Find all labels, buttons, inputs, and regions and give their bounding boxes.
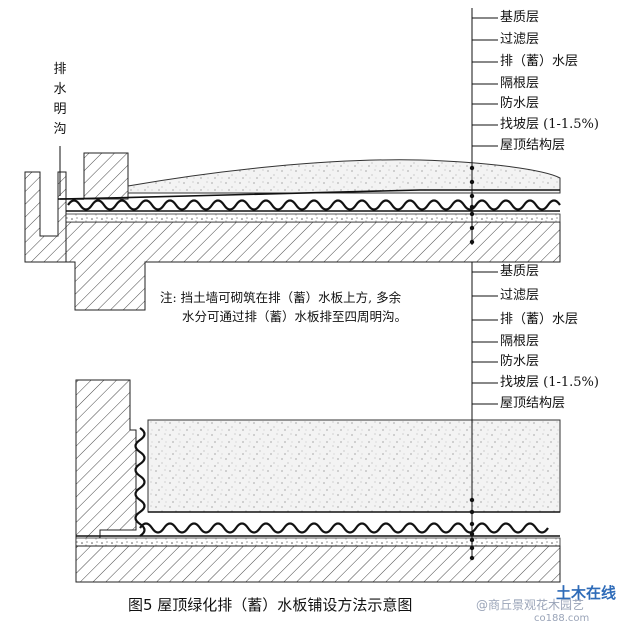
bottom-soil xyxy=(147,419,561,513)
ditch-label-char-1: 排 xyxy=(53,62,67,77)
top-label-waterproof: 防水层 xyxy=(500,96,540,111)
top-leader-ticks xyxy=(472,17,498,147)
top-label-root-barrier: 隔根层 xyxy=(500,76,540,91)
ditch-label-char-4: 沟 xyxy=(53,122,67,137)
top-label-slope: 找坡层 (1-1.5%) xyxy=(500,117,599,132)
bottom-screed-layer xyxy=(75,537,561,547)
top-section xyxy=(24,8,561,311)
watermark-site: co188.com xyxy=(534,613,590,624)
top-soil-mound xyxy=(127,159,561,194)
ditch-label-char-3: 明 xyxy=(53,102,67,117)
top-label-filter: 过滤层 xyxy=(500,32,540,47)
bottom-label-root-barrier: 隔根层 xyxy=(500,334,540,349)
top-label-substrate: 基质层 xyxy=(500,10,540,25)
top-drainage-board xyxy=(67,199,561,211)
top-structural-slab xyxy=(65,221,561,311)
bottom-leader-dots xyxy=(469,497,475,561)
top-label-structure: 屋顶结构层 xyxy=(500,138,566,153)
bottom-structural-slab xyxy=(75,545,561,583)
top-filter-line xyxy=(59,189,560,200)
bottom-label-slope: 找坡层 (1-1.5%) xyxy=(500,375,599,390)
bottom-label-waterproof: 防水层 xyxy=(500,354,540,369)
bottom-drainage-board xyxy=(139,522,549,534)
ditch-left-wall xyxy=(24,171,67,263)
note-line-1: 注: 挡土墙可砌筑在排（蓄）水板上方, 多余 xyxy=(160,290,402,305)
top-leader-dots xyxy=(469,165,475,245)
bottom-section xyxy=(75,262,561,583)
bottom-label-substrate: 基质层 xyxy=(500,264,540,279)
watermark-text: @商丘景观花木园艺 xyxy=(476,598,585,612)
bottom-leader-ticks xyxy=(472,271,498,405)
top-retaining-wall xyxy=(83,152,129,200)
top-label-drainage: 排（蓄）水层 xyxy=(500,54,579,69)
figure-caption: 图5 屋顶绿化排（蓄）水板铺设方法示意图 xyxy=(128,596,413,614)
note-line-2: 水分可通过排（蓄）水板排至四周明沟。 xyxy=(182,309,408,324)
top-screed-layer xyxy=(65,213,561,223)
ditch-label-char-2: 水 xyxy=(53,82,67,97)
bottom-label-filter: 过滤层 xyxy=(500,288,540,303)
bottom-label-structure: 屋顶结构层 xyxy=(500,396,566,411)
watermark-logo: 土木在线 xyxy=(556,584,617,602)
bottom-vertical-drainage xyxy=(134,427,146,537)
bottom-label-drainage: 排（蓄）水层 xyxy=(500,312,579,327)
